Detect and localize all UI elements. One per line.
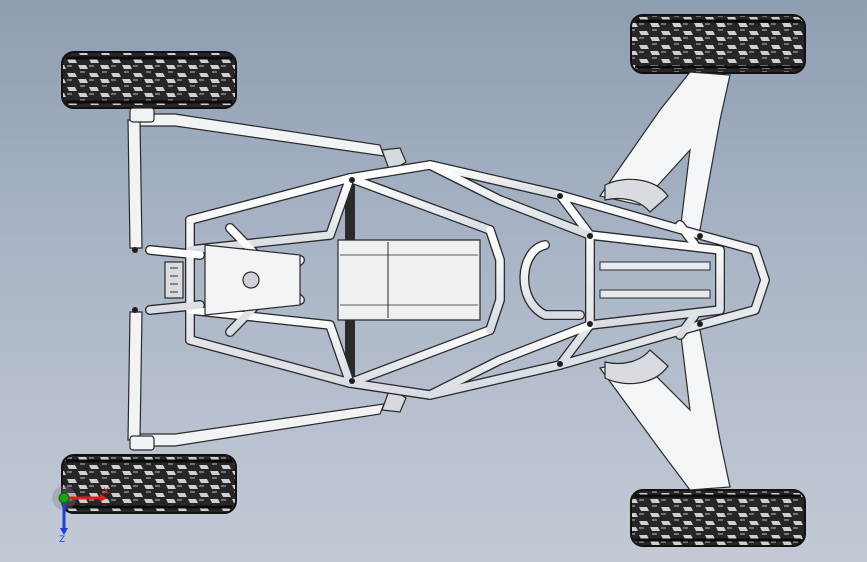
wheel-front-left [61, 51, 237, 109]
front-suspension-right [127, 311, 407, 451]
frame-joints [132, 177, 703, 384]
floor-panel [337, 239, 481, 321]
front-suspension-left [127, 107, 407, 249]
wheel-rear-left [630, 14, 806, 74]
axis-y-origin [58, 492, 70, 504]
axis-triad[interactable]: X Z [52, 486, 109, 545]
axis-z-label: Z [59, 535, 65, 545]
tube-frame [145, 160, 770, 400]
rear-suspension-arm-right [598, 327, 731, 491]
wheel-front-right [61, 454, 237, 514]
front-bulkhead-plate [164, 244, 301, 316]
rear-suspension-arm-left [598, 71, 731, 233]
wheel-rear-right [630, 489, 806, 547]
axis-x-label: X [103, 487, 109, 497]
rear-engine-rails [599, 261, 711, 299]
